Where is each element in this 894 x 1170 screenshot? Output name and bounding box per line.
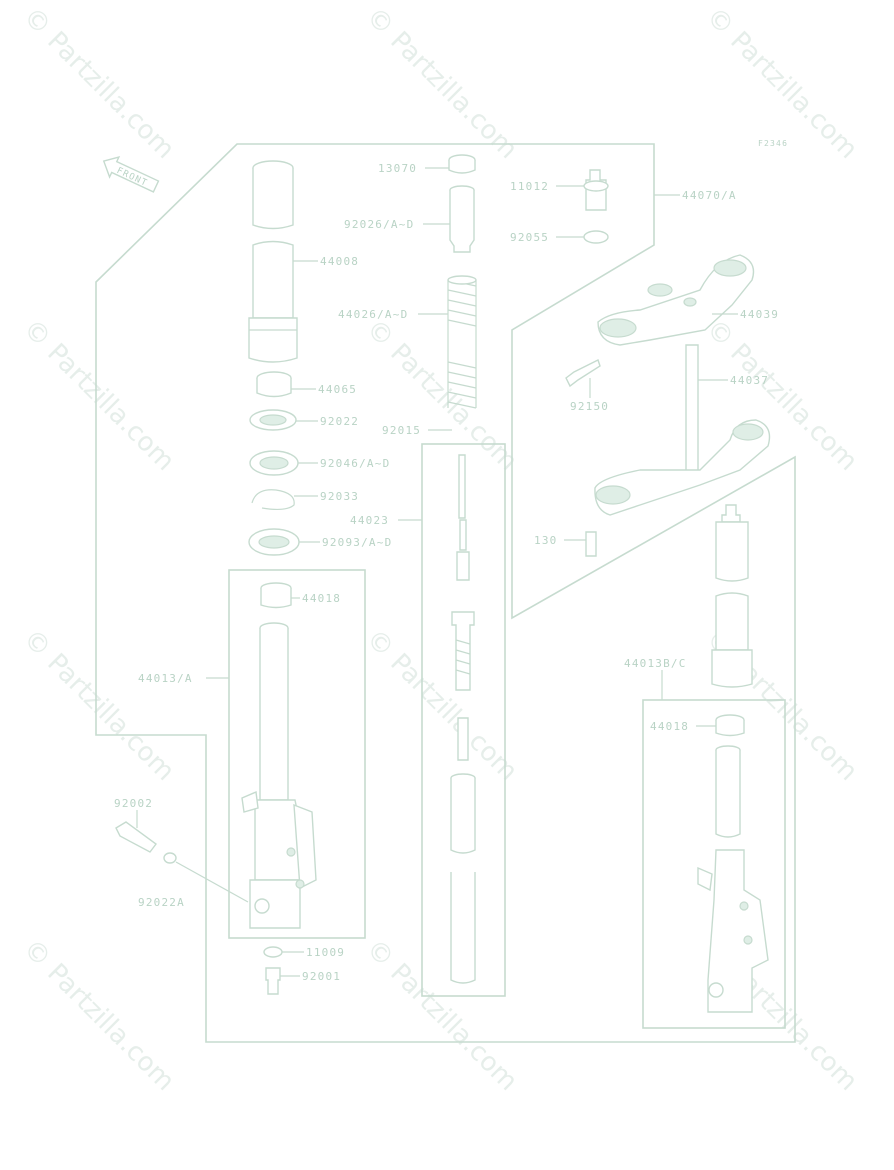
watermark-text: © Partzilla.com <box>17 314 180 477</box>
pipe-92026 <box>449 185 475 253</box>
spring-44026 <box>447 275 477 409</box>
oil-seal-92046 <box>249 450 299 476</box>
part-label-44065[interactable]: 44065 <box>318 383 357 396</box>
bolt-92002 <box>115 821 157 853</box>
stem-44037 <box>594 344 771 516</box>
front-arrow-icon <box>102 156 160 193</box>
gasket-11009 <box>263 946 283 958</box>
right-fork-tube <box>711 504 753 688</box>
part-label-44018-right[interactable]: 44018 <box>650 720 689 733</box>
part-label-92046[interactable]: 92046/A~D <box>320 457 390 470</box>
damper-group-box <box>421 443 506 997</box>
part-label-44023[interactable]: 44023 <box>350 514 389 527</box>
part-label-92022[interactable]: 92022 <box>320 415 359 428</box>
watermark-text: © Partzilla.com <box>360 624 523 787</box>
right-fork-group-box <box>642 699 786 1029</box>
part-label-92015[interactable]: 92015 <box>382 424 421 437</box>
bushing-44065 <box>256 371 292 398</box>
part-label-11012[interactable]: 11012 <box>510 180 549 193</box>
upper-bracket-44039 <box>597 254 755 346</box>
part-label-92150[interactable]: 92150 <box>570 400 609 413</box>
watermark-text: © Partzilla.com <box>17 624 180 787</box>
bolt-11012 <box>583 169 609 211</box>
part-label-44037[interactable]: 44037 <box>730 374 769 387</box>
part-label-44008[interactable]: 44008 <box>320 255 359 268</box>
washer-92022 <box>249 409 297 431</box>
part-label-44013[interactable]: 44013/A <box>138 672 193 685</box>
main-assembly-outline <box>95 143 796 1043</box>
bushing-44018 <box>260 582 292 609</box>
part-label-92002[interactable]: 92002 <box>114 797 153 810</box>
bolt-92150 <box>565 359 601 388</box>
dust-seal-92093 <box>248 528 300 556</box>
part-label-44039[interactable]: 44039 <box>740 308 779 321</box>
bolt-92001 <box>265 967 281 995</box>
part-label-92001[interactable]: 92001 <box>302 970 341 983</box>
assembly-frames <box>95 143 796 1043</box>
right-outer-tube <box>697 745 769 1013</box>
outer-tube-44013 <box>241 622 317 929</box>
collar-13070 <box>448 154 476 174</box>
fork-cap-44008 <box>248 160 298 363</box>
part-label-44070[interactable]: 44070/A <box>682 189 737 202</box>
part-label-11009[interactable]: 11009 <box>306 946 345 959</box>
watermark-text: © Partzilla.com <box>360 2 523 165</box>
fork-tube-group-box <box>228 569 366 939</box>
o-ring-92055 <box>583 230 609 244</box>
part-label-92022a[interactable]: 92022A <box>138 896 185 909</box>
watermark-text: © Partzilla.com <box>360 314 523 477</box>
bolt-130 <box>585 531 597 557</box>
circlip-92033 <box>251 489 295 511</box>
front-direction-arrow: FRONT <box>102 156 160 193</box>
part-labels: 13070 11012 44070/A 92026/A~D 92055 4400… <box>114 162 779 983</box>
part-label-92093[interactable]: 92093/A~D <box>322 536 392 549</box>
part-label-92033[interactable]: 92033 <box>320 490 359 503</box>
part-label-92055[interactable]: 92055 <box>510 231 549 244</box>
watermark-text: © Partzilla.com <box>17 2 180 165</box>
part-label-92026[interactable]: 92026/A~D <box>344 218 414 231</box>
watermark-text: © Partzilla.com <box>17 934 180 1097</box>
watermark-text: © Partzilla.com <box>360 934 523 1097</box>
damper-rod-44023 <box>450 454 476 984</box>
right-bushing-44018 <box>715 714 745 737</box>
leader-lines <box>136 167 738 977</box>
part-label-44013bc[interactable]: 44013B/C <box>624 657 687 670</box>
diagram-ref-code: F2346 <box>758 139 788 148</box>
washer-92022a <box>163 852 249 903</box>
part-label-44018[interactable]: 44018 <box>302 592 341 605</box>
part-label-13070[interactable]: 13070 <box>378 162 417 175</box>
part-label-44026[interactable]: 44026/A~D <box>338 308 408 321</box>
part-label-130[interactable]: 130 <box>534 534 557 547</box>
